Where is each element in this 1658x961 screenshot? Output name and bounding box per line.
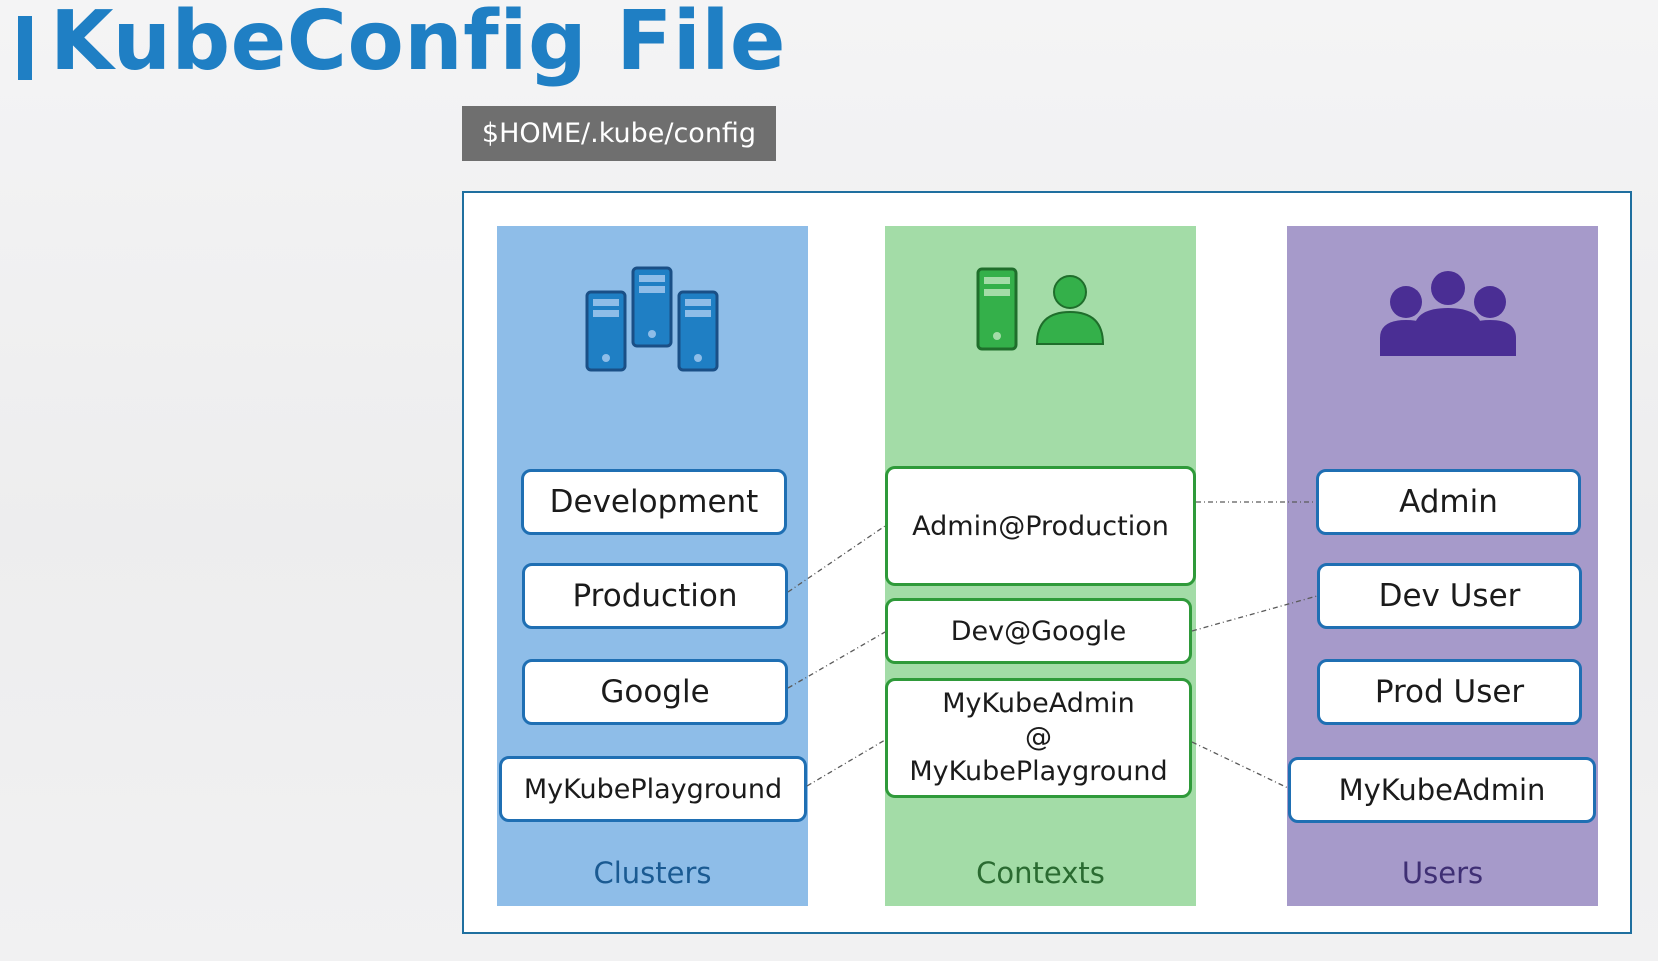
- context-admin-production: Admin@Production: [885, 466, 1196, 586]
- users-group-icon: [1380, 271, 1516, 356]
- context-mykubeadmin-mykubeplayground: MyKubeAdmin @ MyKubePlayground: [885, 678, 1192, 798]
- cluster-mykubeplayground: MyKubePlayground: [499, 756, 807, 822]
- user-dev-user: Dev User: [1317, 563, 1582, 629]
- context-line-cluster: MyKubePlayground: [909, 756, 1168, 787]
- cluster-production: Production: [522, 563, 788, 629]
- server-user-icon: [976, 267, 1105, 351]
- link-dev-google-dev-user: [1191, 595, 1318, 632]
- users-label: Users: [1401, 856, 1484, 890]
- link-production-admin-production: [787, 525, 886, 593]
- title-accent-bar: [18, 16, 32, 80]
- context-line-user: MyKubeAdmin: [942, 688, 1135, 719]
- page-title: KubeConfig File: [50, 0, 787, 89]
- clusters-label: Clusters: [593, 856, 712, 890]
- server-cluster-icon: [585, 266, 719, 372]
- user-prod-user: Prod User: [1317, 659, 1582, 725]
- link-mykubeadmin-playground-mykubeadmin: [1191, 741, 1289, 789]
- context-line-at: @: [1025, 722, 1052, 753]
- user-mykubeadmin: MyKubeAdmin: [1288, 757, 1596, 823]
- contexts-label: Contexts: [976, 856, 1105, 890]
- user-admin: Admin: [1316, 469, 1581, 535]
- link-playground-mykubeadmin-playground: [806, 739, 886, 787]
- config-path-badge: $HOME/.kube/config: [462, 106, 776, 161]
- context-dev-google: Dev@Google: [885, 598, 1192, 664]
- link-google-dev-google: [787, 631, 886, 689]
- cluster-google: Google: [522, 659, 788, 725]
- cluster-development: Development: [521, 469, 787, 535]
